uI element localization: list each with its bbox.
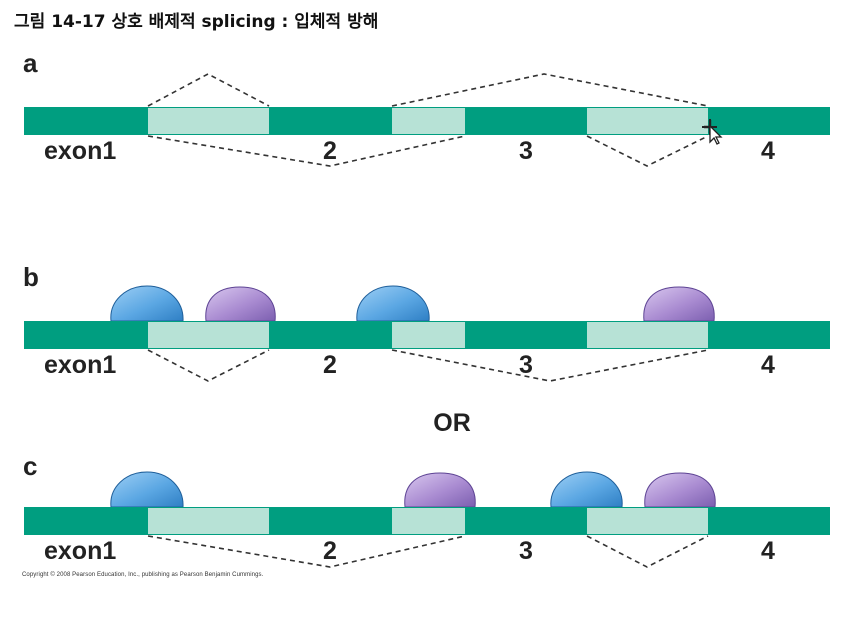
exon-label-1: exon1 <box>44 351 117 379</box>
splice-line <box>586 135 709 167</box>
copyright-notice: Copyright © 2008 Pearson Education, Inc.… <box>22 572 264 578</box>
splice-line <box>586 535 709 568</box>
exon-box-4 <box>587 108 708 134</box>
blue-protein <box>110 285 184 322</box>
purple-protein <box>643 286 715 322</box>
exon-label-1: exon1 <box>44 137 117 165</box>
exon-label-3: 3 <box>519 537 533 565</box>
blue-protein <box>356 285 430 322</box>
panel-c-diagram <box>24 471 830 568</box>
splice-line <box>391 73 709 107</box>
exon-box-3 <box>392 322 465 348</box>
mouse-pointer-icon <box>702 119 723 145</box>
exon-label-1: exon1 <box>44 537 117 565</box>
panel-letter-c: c <box>23 451 38 481</box>
splice-line <box>147 535 466 568</box>
exon-label-2: 2 <box>323 537 337 565</box>
exon-box-2 <box>148 322 269 348</box>
splice-line <box>391 349 709 382</box>
panel-letter-b: b <box>23 262 39 292</box>
panel-b-diagram <box>24 285 830 382</box>
purple-protein <box>205 286 276 322</box>
exon-label-4: 4 <box>761 537 775 565</box>
or-label: OR <box>433 409 471 437</box>
exon-box-2 <box>148 508 269 534</box>
splice-line <box>147 349 270 382</box>
exon-label-2: 2 <box>323 137 337 165</box>
blue-protein <box>110 471 184 508</box>
exon-label-4: 4 <box>761 137 775 165</box>
purple-protein <box>404 472 476 508</box>
exon-label-3: 3 <box>519 137 533 165</box>
purple-protein <box>644 472 716 508</box>
exon-box-4 <box>587 508 708 534</box>
exon-label-3: 3 <box>519 351 533 379</box>
exon-box-2 <box>148 108 269 134</box>
panel-a-diagram <box>24 73 830 167</box>
exon-label-4: 4 <box>761 351 775 379</box>
exon-box-3 <box>392 508 465 534</box>
blue-protein <box>550 471 623 508</box>
exon-label-2: 2 <box>323 351 337 379</box>
panel-letter-a: a <box>23 48 38 78</box>
splice-line <box>147 135 466 167</box>
page-title: 그림 14-17 상호 배제적 splicing : 입체적 방해 <box>14 12 379 32</box>
splice-line <box>147 73 270 107</box>
exon-box-3 <box>392 108 465 134</box>
exon-box-4 <box>587 322 708 348</box>
